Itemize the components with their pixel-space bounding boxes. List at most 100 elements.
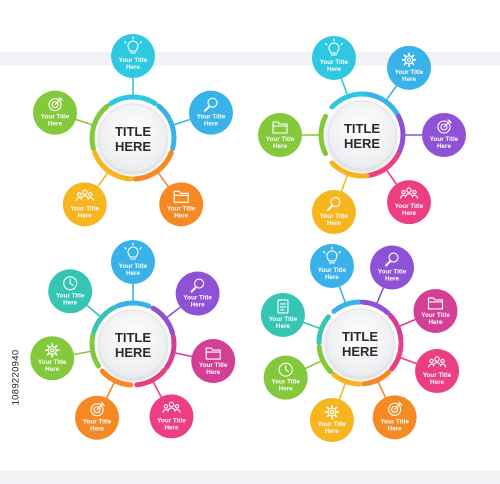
topic-node-label-line1: Your Title: [395, 69, 424, 76]
topic-node-label-line1: Your Title: [157, 417, 186, 424]
topic-node-circle: [387, 45, 432, 90]
topic-node-label-line1: Your Title: [423, 372, 452, 379]
magnifier-icon: [190, 278, 205, 293]
folder-icon: [173, 190, 189, 203]
hub-ring-segment: [108, 94, 158, 107]
topic-node-label-line2: Here: [279, 386, 293, 393]
hub-ring-segment: [89, 103, 110, 152]
hub-ring-segment: [360, 299, 391, 316]
topic-node-label-line2: Here: [402, 210, 416, 217]
hub-ring-segment: [316, 344, 334, 375]
hub-ring-segment: [365, 151, 401, 179]
connector-line: [73, 118, 95, 127]
hub-ring-segment: [92, 150, 134, 182]
connector-line: [151, 379, 163, 400]
topic-node-label-line1: Your Title: [266, 136, 295, 143]
hub-ring-segment: [156, 103, 177, 152]
topic-node-label-line1: Your Title: [183, 295, 212, 302]
topic-node-label-line1: Your Title: [83, 419, 112, 426]
topic-node-label-line1: Your Title: [318, 267, 347, 274]
connector-line: [384, 83, 399, 102]
topic-node-circle: [311, 190, 356, 235]
topic-node-circle: [159, 182, 204, 227]
hub-circle: [327, 100, 397, 170]
target-icon: [437, 119, 452, 134]
connector-line: [376, 379, 387, 400]
topic-node-label-line1: Your Title: [71, 205, 100, 212]
gear-icon: [401, 52, 417, 68]
topic-node-circle: [309, 398, 354, 443]
topic-node-label-line2: Here: [327, 66, 341, 73]
connector-line: [171, 118, 193, 127]
topic-node-label-line2: Here: [325, 274, 339, 281]
watermark-strip-bottom: [0, 470, 500, 484]
topic-node-circle: [33, 90, 78, 135]
topic-node-label-line1: Your Title: [421, 312, 450, 319]
target-icon: [90, 402, 105, 417]
hub-ring-segment: [99, 368, 134, 388]
topic-node-label-line1: Your Title: [269, 316, 298, 323]
topic-node-circle: [263, 355, 308, 400]
hub-ring-segment: [132, 150, 174, 182]
hub-ring-segment: [389, 340, 404, 372]
hub-circle: [98, 309, 168, 379]
gear-icon: [324, 404, 340, 420]
document-icon: [277, 299, 289, 314]
connector-line: [84, 303, 103, 319]
magnifier-icon: [385, 252, 399, 267]
hub-ring-segment: [365, 91, 401, 119]
topic-node-circle: [415, 349, 460, 394]
topic-node-circle: [62, 182, 107, 227]
magnifier-icon: [203, 97, 218, 112]
topic-node-label-line1: Your Title: [199, 362, 228, 369]
topic-node-label-line2: Here: [204, 121, 218, 128]
topic-node-label-line1: Your Title: [320, 213, 349, 220]
topic-node-label-line1: Your Title: [41, 114, 70, 121]
topic-node-circle: [188, 90, 233, 135]
connector-line: [398, 356, 419, 365]
hub-ring-segment: [316, 314, 331, 346]
topic-node-circle: [149, 394, 194, 439]
topic-node-circle: [387, 180, 432, 225]
hub-ring-segment: [89, 332, 101, 369]
topic-node-circle: [309, 243, 354, 288]
topic-node-label-line2: Here: [63, 299, 77, 306]
folder-icon: [272, 121, 288, 134]
topic-node-label-line1: Your Title: [119, 57, 148, 64]
topic-node-label-line2: Here: [388, 425, 402, 432]
team-icon: [399, 187, 419, 199]
topic-node-circle: [75, 395, 120, 440]
topic-node-label-line2: Here: [78, 212, 92, 219]
hub-title-line1: TITLE: [115, 124, 151, 139]
hub-title-line2: HERE: [115, 139, 151, 154]
team-icon: [162, 401, 181, 413]
connector-line: [95, 170, 110, 189]
hub-title-line2: HERE: [115, 345, 151, 360]
folder-icon: [427, 297, 444, 310]
topic-node-label-line2: Here: [191, 302, 205, 309]
topic-node-label-line2: Here: [430, 379, 444, 386]
topic-node-label-line2: Here: [276, 323, 290, 330]
topic-node-label-line1: Your Title: [56, 292, 85, 299]
topic-node-label-line1: Your Title: [430, 136, 459, 143]
connector-line: [172, 351, 194, 358]
hub-ring-segment: [114, 300, 152, 309]
hub-ring-segment: [329, 160, 370, 179]
topic-node-label-line2: Here: [385, 276, 399, 283]
